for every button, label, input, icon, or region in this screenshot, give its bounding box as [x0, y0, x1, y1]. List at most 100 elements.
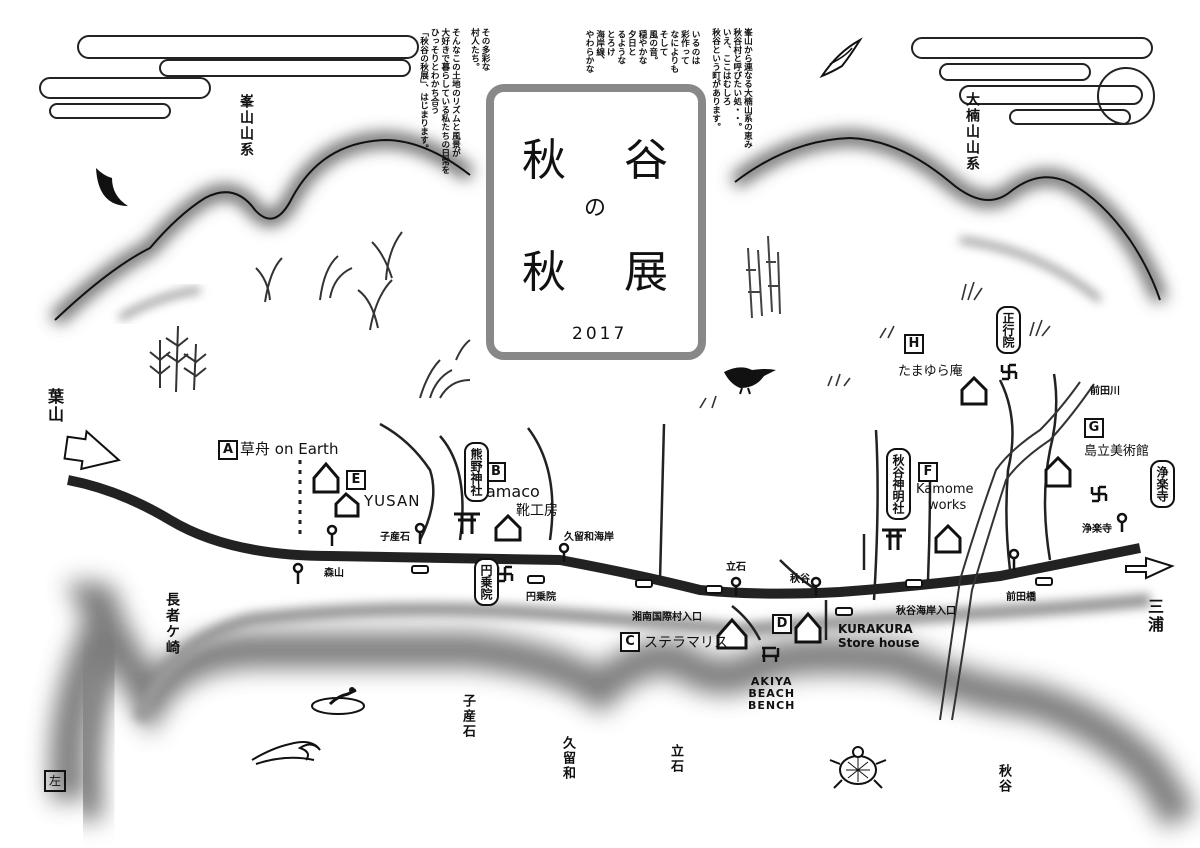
- title-char-5: 展: [624, 247, 668, 298]
- poem-line: ひっそりとわかち合う: [429, 28, 440, 114]
- shop-letter-c[interactable]: C: [620, 632, 640, 652]
- label-akiya: 秋谷: [996, 764, 1011, 794]
- shop-letter-h[interactable]: H: [904, 334, 924, 354]
- poem-line: そして: [658, 30, 669, 56]
- poem-line: 「秋谷の秋展」、はじまります。: [418, 28, 429, 153]
- poem-line: いるのは: [690, 30, 700, 65]
- poem-line: 峯山から連なる大楠山系の恵み: [742, 28, 753, 149]
- beach-bench-line: AKIYA: [750, 675, 793, 688]
- poem-right: 峯山から連なる大楠山系の恵み 秋谷村と呼びたい処・・。 いえ、ここはむしろ 秋谷…: [710, 28, 753, 278]
- poem-line: その多彩な: [480, 28, 490, 71]
- shop-name-d[interactable]: KURAKURA: [838, 622, 913, 636]
- poem-mid: その多彩な 村人たち。: [460, 28, 490, 88]
- beach-bench-line: BEACH: [748, 687, 796, 700]
- left-mark: 左: [44, 770, 66, 792]
- side-roads: [298, 373, 1058, 641]
- shop-name-a[interactable]: 草舟 on Earth: [240, 440, 339, 458]
- shop-sub-f[interactable]: works: [928, 498, 967, 513]
- temple-icons: [496, 363, 1108, 583]
- shop-letter-f[interactable]: F: [918, 462, 938, 482]
- poem-line: 穏やかな: [637, 30, 648, 65]
- label-hayama: 葉山: [45, 388, 64, 424]
- arrow-right-icon: [1125, 556, 1175, 580]
- temple-shogyoin: 正行院: [996, 306, 1021, 354]
- shop-letter-a[interactable]: A: [218, 440, 238, 460]
- label-miura: 三浦: [1145, 598, 1164, 634]
- stop-morito: 森山: [324, 568, 344, 579]
- label-chojagasaki: 長者ケ崎: [164, 592, 180, 656]
- grass-icon: [255, 231, 471, 399]
- beach-bench-line: BENCH: [748, 699, 796, 712]
- main-road: [67, 475, 1141, 599]
- sun-icon: [1097, 67, 1155, 125]
- mountain-left: [50, 132, 480, 326]
- poem-line: 海岸線、: [594, 30, 605, 65]
- label-maeda-river: 前田川: [1090, 386, 1120, 397]
- poem-line: やわらかな: [584, 30, 595, 73]
- stop-akiya: 秋谷: [790, 574, 810, 585]
- stop-maedabashi: 前田橋: [1006, 592, 1036, 603]
- poem-line: 彩作って: [679, 30, 690, 65]
- shop-name-f[interactable]: Kamome: [916, 482, 974, 497]
- title-char-4: 秋: [522, 247, 566, 298]
- poem-line: 大好きで暮らしている私たちの日常を: [439, 28, 450, 175]
- shop-name-h[interactable]: たまゆら庵: [898, 364, 963, 379]
- river: [939, 381, 1095, 721]
- poem-line: とろけ: [605, 30, 616, 56]
- cloud-left: [39, 35, 419, 119]
- poem-left: そんなこの土地のリズムと風景が 大好きで暮らしている私たちの日常を ひっそりとわ…: [418, 28, 461, 178]
- plant-icon: [149, 325, 207, 393]
- poem-line: 風の音。: [647, 30, 658, 65]
- temple-enjoin: 円乗院: [474, 558, 499, 606]
- shop-letter-g[interactable]: G: [1084, 418, 1104, 438]
- shop-name-b[interactable]: amaco: [486, 482, 540, 501]
- bamboo-icon: [746, 235, 781, 319]
- stop-enjoin: 円乗院: [526, 592, 556, 603]
- stop-akiya-coast: 秋谷海岸入口: [896, 606, 956, 617]
- arrow-left-icon: [63, 429, 121, 471]
- shop-letter-e[interactable]: E: [346, 470, 366, 490]
- bus-stop-icons: [292, 512, 1128, 596]
- stop-kobeishi: 子産石: [380, 532, 410, 543]
- shop-name-c[interactable]: ステラマリス: [644, 635, 728, 651]
- stop-shonan-village: 湘南国際村入口: [632, 612, 702, 623]
- sea-shading: [49, 581, 1197, 829]
- poem-mid-2: いるのは 彩作って なによりも そして 風の音。 穏やかな 夕日と るような と…: [490, 30, 700, 88]
- shrine-icons: [454, 512, 906, 550]
- title-year: 2017: [572, 324, 628, 344]
- shop-name-e[interactable]: YUSAN: [364, 492, 421, 510]
- poem-line: なによりも: [668, 30, 679, 73]
- stop-tateishi: 立石: [726, 562, 746, 573]
- surfer-icon: [311, 687, 365, 715]
- poem-line: 村人たち。: [469, 28, 480, 71]
- title-frame: [486, 84, 706, 360]
- wave-icon: [251, 741, 321, 765]
- shop-letter-d[interactable]: D: [772, 614, 792, 634]
- moon-icon: [96, 168, 128, 206]
- title-char-1: 秋: [522, 135, 566, 186]
- cloud-right: [911, 37, 1153, 125]
- coast-road: [133, 593, 1151, 723]
- mountain-right: [730, 130, 1167, 320]
- flying-bird-icon: [819, 37, 863, 79]
- stop-jorakuji: 浄楽寺: [1082, 524, 1112, 535]
- label-okusu-mountains: 大楠山山系: [964, 92, 980, 172]
- turtle-icon: [829, 746, 887, 789]
- poem-line: 秋谷村と呼びたい処・・。: [731, 28, 742, 132]
- house-icons: [312, 375, 1072, 650]
- label-kobeishi: 子産石: [460, 694, 475, 739]
- small-grass-icon: [699, 281, 1051, 409]
- temple-akiya-shinmei: 秋谷神明社: [886, 448, 911, 520]
- poem-line: るような: [615, 30, 626, 65]
- shop-name-g[interactable]: 島立美術館: [1084, 444, 1150, 459]
- shop-sub-d[interactable]: Store house: [838, 636, 920, 650]
- shop-letter-b[interactable]: B: [486, 462, 506, 482]
- shop-sub-b[interactable]: 靴工房: [516, 503, 558, 519]
- poem-line: 秋谷という町があります。: [710, 28, 721, 132]
- temple-kumano: 熊野神社: [464, 442, 489, 502]
- temple-jorakuji: 浄楽寺: [1150, 460, 1175, 508]
- title-char-3: の: [584, 196, 607, 221]
- label-kurumiwa: 久留和: [560, 736, 575, 781]
